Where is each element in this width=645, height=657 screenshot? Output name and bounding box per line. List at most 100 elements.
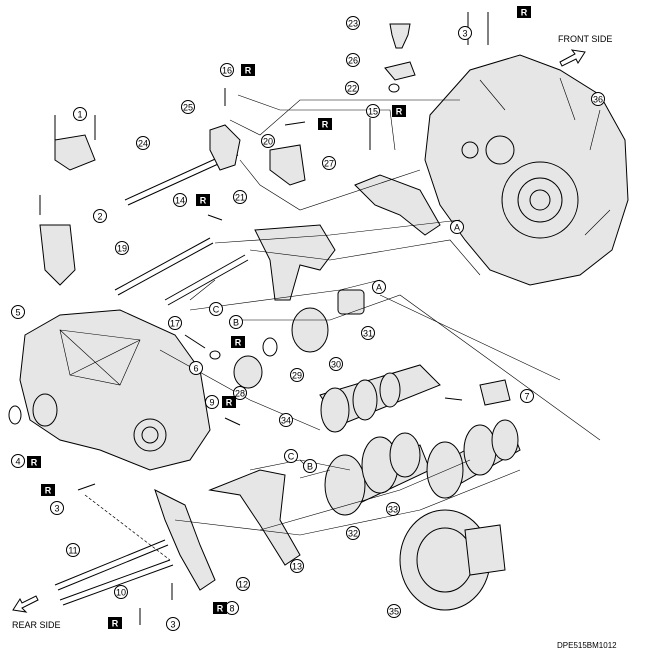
svg-text:17: 17 bbox=[170, 319, 180, 329]
svg-text:13: 13 bbox=[292, 562, 302, 572]
callout-28: 28 bbox=[233, 386, 247, 400]
callout-19: 19 bbox=[115, 241, 129, 255]
replace-marker: R bbox=[213, 602, 227, 614]
svg-text:3: 3 bbox=[462, 29, 467, 39]
svg-text:R: R bbox=[31, 458, 38, 468]
callout-3: 3 bbox=[458, 26, 472, 40]
svg-text:A: A bbox=[454, 223, 460, 233]
svg-text:29: 29 bbox=[292, 371, 302, 381]
callout-c: C bbox=[284, 449, 298, 463]
callout-21: 21 bbox=[233, 190, 247, 204]
svg-text:36: 36 bbox=[593, 95, 603, 105]
replace-marker: R bbox=[222, 396, 236, 408]
callout-6: 6 bbox=[189, 361, 203, 375]
diagram-code: DPE515BM1012 bbox=[557, 641, 617, 650]
callout-1: 1 bbox=[73, 107, 87, 121]
svg-text:R: R bbox=[521, 8, 528, 18]
svg-text:C: C bbox=[213, 305, 220, 315]
callout-25: 25 bbox=[181, 100, 195, 114]
svg-text:8: 8 bbox=[229, 604, 234, 614]
callout-5: 5 bbox=[11, 305, 25, 319]
small-hardware bbox=[8, 12, 489, 625]
shift-forks bbox=[154, 124, 441, 591]
replace-marker: R bbox=[392, 105, 406, 117]
svg-text:26: 26 bbox=[348, 56, 358, 66]
svg-text:15: 15 bbox=[368, 107, 378, 117]
svg-text:23: 23 bbox=[348, 19, 358, 29]
callout-31: 31 bbox=[361, 326, 375, 340]
svg-text:4: 4 bbox=[15, 457, 20, 467]
callout-27: 27 bbox=[322, 156, 336, 170]
callout-13: 13 bbox=[290, 559, 304, 573]
svg-text:24: 24 bbox=[138, 139, 148, 149]
front-side-label: FRONT SIDE bbox=[558, 34, 612, 44]
leader-lines bbox=[84, 94, 601, 561]
svg-text:R: R bbox=[396, 107, 403, 117]
svg-text:R: R bbox=[45, 486, 52, 496]
svg-text:33: 33 bbox=[388, 505, 398, 515]
callout-3: 3 bbox=[166, 617, 180, 631]
svg-text:C: C bbox=[288, 452, 295, 462]
callout-17: 17 bbox=[168, 316, 182, 330]
svg-text:R: R bbox=[245, 66, 252, 76]
callout-16: 16 bbox=[220, 63, 234, 77]
replace-marker: R bbox=[27, 456, 41, 468]
callout-9: 9 bbox=[205, 395, 219, 409]
callout-12: 12 bbox=[236, 577, 250, 591]
callout-b: B bbox=[303, 459, 317, 473]
callout-c: C bbox=[209, 302, 223, 316]
callout-23: 23 bbox=[346, 16, 360, 30]
svg-text:R: R bbox=[217, 604, 224, 614]
svg-text:3: 3 bbox=[170, 620, 175, 630]
callout-3: 3 bbox=[50, 501, 64, 515]
shafts-and-gears bbox=[39, 134, 521, 611]
callout-15: 15 bbox=[366, 104, 380, 118]
svg-text:16: 16 bbox=[222, 66, 232, 76]
svg-text:R: R bbox=[112, 619, 119, 629]
svg-text:21: 21 bbox=[235, 193, 245, 203]
svg-text:25: 25 bbox=[183, 103, 193, 113]
transmission-case bbox=[19, 309, 211, 471]
svg-text:27: 27 bbox=[324, 159, 334, 169]
callout-22: 22 bbox=[345, 81, 359, 95]
callout-11: 11 bbox=[66, 543, 80, 557]
callout-7: 7 bbox=[520, 389, 534, 403]
svg-text:19: 19 bbox=[117, 244, 127, 254]
svg-text:3: 3 bbox=[54, 504, 59, 514]
callout-36: 36 bbox=[591, 92, 605, 106]
callout-10: 10 bbox=[114, 585, 128, 599]
replace-marker: R bbox=[41, 484, 55, 496]
callout-14: 14 bbox=[173, 193, 187, 207]
callout-30: 30 bbox=[329, 357, 343, 371]
callout-24: 24 bbox=[136, 136, 150, 150]
svg-text:12: 12 bbox=[238, 580, 248, 590]
svg-text:11: 11 bbox=[68, 546, 77, 556]
svg-text:34: 34 bbox=[281, 416, 291, 426]
svg-text:30: 30 bbox=[331, 360, 341, 370]
svg-text:31: 31 bbox=[363, 329, 373, 339]
callout-2: 2 bbox=[93, 209, 107, 223]
callout-a: A bbox=[372, 280, 386, 294]
svg-text:R: R bbox=[235, 338, 242, 348]
svg-text:R: R bbox=[322, 120, 329, 130]
callout-34: 34 bbox=[279, 413, 293, 427]
callout-a: A bbox=[450, 220, 464, 234]
rear-side-label: REAR SIDE bbox=[12, 620, 61, 630]
callout-26: 26 bbox=[346, 53, 360, 67]
svg-text:B: B bbox=[233, 318, 239, 328]
svg-text:22: 22 bbox=[347, 84, 357, 94]
callout-b: B bbox=[229, 315, 243, 329]
callout-8: 8 bbox=[225, 601, 239, 615]
callout-33: 33 bbox=[386, 502, 400, 516]
callout-20: 20 bbox=[261, 134, 275, 148]
svg-text:7: 7 bbox=[524, 392, 529, 402]
svg-text:9: 9 bbox=[209, 398, 214, 408]
callout-29: 29 bbox=[290, 368, 304, 382]
callout-32: 32 bbox=[346, 526, 360, 540]
callout-35: 35 bbox=[387, 604, 401, 618]
replace-marker: R bbox=[231, 336, 245, 348]
clutch-housing bbox=[424, 54, 629, 286]
svg-text:10: 10 bbox=[116, 588, 126, 598]
